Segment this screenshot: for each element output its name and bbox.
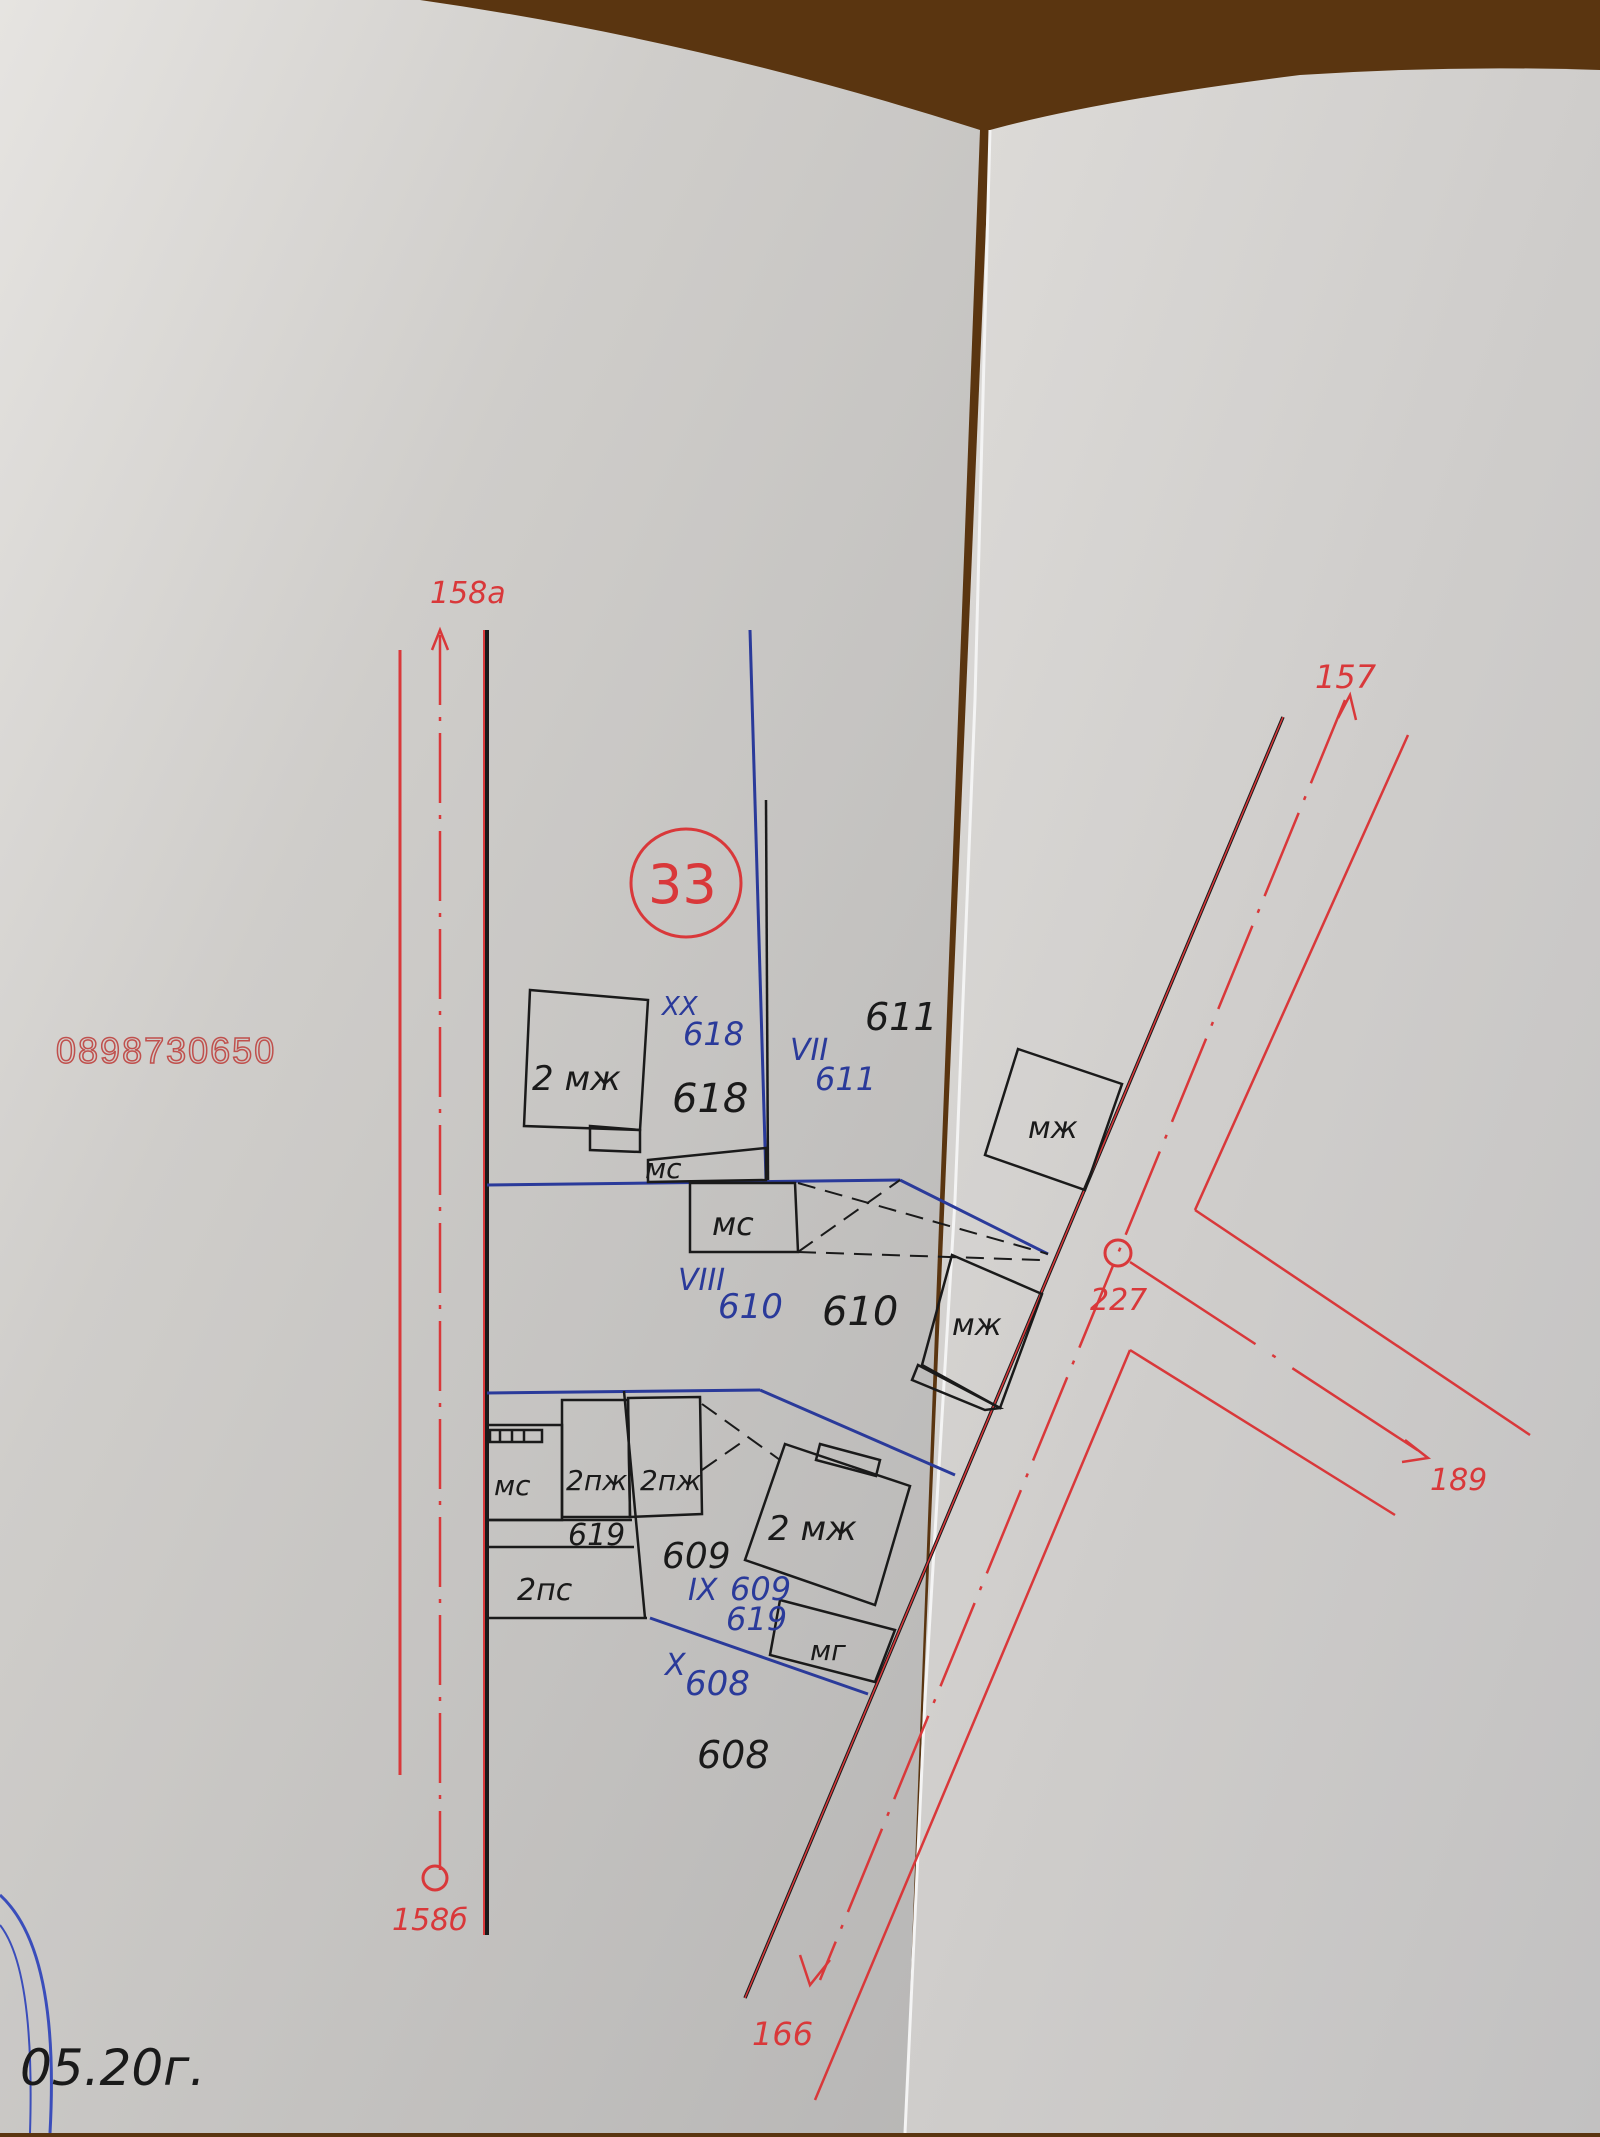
arrow-down-icon: [798, 1954, 831, 1988]
street-point-158b: 158б: [392, 1903, 468, 1938]
building-618-main-label: 2 мж: [532, 1059, 621, 1099]
building-619-ms-label: мс: [494, 1469, 531, 1502]
plot-618-number: 618: [672, 1076, 748, 1122]
building-609-main-label: 2 мж: [768, 1509, 857, 1549]
phone-watermark: 0898730650: [55, 1029, 277, 1072]
plot-619-number: 619: [568, 1518, 625, 1553]
arrow-up-icon: [430, 626, 450, 651]
building-619-2pzh-a-label: 2пж: [566, 1464, 627, 1497]
building-619-2pzh-b: [626, 1395, 704, 1519]
building-outlines: [485, 799, 1124, 1684]
junction-point-227: 227: [1090, 1283, 1147, 1318]
building-618-aux-label: мс: [645, 1152, 682, 1185]
plot-610-roman: VIII: [678, 1263, 725, 1298]
building-611-mzh: [983, 1047, 1124, 1192]
plot-611-number: 611: [865, 995, 938, 1039]
street-point-157: 157: [1315, 658, 1377, 696]
building-619-2pzh-b-label: 2пж: [640, 1464, 701, 1497]
plot-611-regulation: 611: [815, 1060, 876, 1098]
paper-fold: [903, 129, 992, 2134]
plot-609-number: 609: [662, 1536, 731, 1577]
junction-point-icon: [1103, 1238, 1133, 1268]
plot-610-regulation: 610: [718, 1287, 783, 1327]
building-610-ms-label: мс: [712, 1205, 754, 1243]
stamp-fragment-icon: [0, 1893, 53, 2133]
diagonal-street: [743, 691, 1531, 2101]
street-point-166: 166: [752, 2015, 813, 2053]
arrow-right-icon: [1401, 1439, 1432, 1464]
plot-609-regulation-2: 619: [726, 1600, 787, 1638]
plot-618-roman: XX: [660, 992, 699, 1022]
building-611-mzh-label: мж: [1028, 1111, 1078, 1146]
plot-608-number: 608: [697, 1733, 770, 1777]
plot-608-regulation: 608: [685, 1664, 750, 1704]
street-point-158a: 158а: [430, 576, 506, 611]
plot-610-number: 610: [822, 1289, 898, 1335]
building-609-2mzh: [743, 1442, 912, 1607]
building-609-mg: [768, 1598, 897, 1684]
plot-609-regulation: 609: [730, 1570, 791, 1608]
paper-right-page: [905, 68, 1600, 2134]
paper-left-page: [0, 0, 980, 2133]
street-point-189: 189: [1430, 1463, 1487, 1498]
document-date: 05.20г.: [20, 2039, 205, 2097]
plot-611-roman: VII: [790, 1033, 828, 1068]
plot-608-roman: X: [663, 1648, 687, 1683]
left-street: [398, 626, 489, 1935]
plot-609-roman: IX: [688, 1573, 719, 1608]
plot-618-regulation: 618: [683, 1015, 744, 1053]
building-609-garage-label: мг: [810, 1634, 846, 1667]
building-610-mzh-label: мж: [952, 1308, 1002, 1343]
survey-point-icon: [421, 1864, 449, 1892]
building-619-2ps-label: 2пс: [517, 1573, 573, 1608]
block-number: 33: [648, 853, 717, 916]
block-number-circle: [629, 827, 743, 939]
arrow-up-icon: [1336, 691, 1358, 721]
